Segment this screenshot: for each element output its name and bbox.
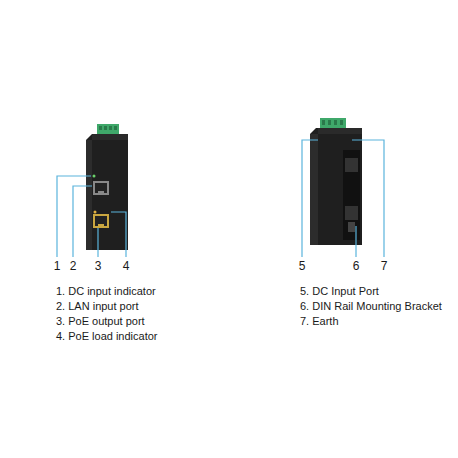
din-rail-bracket [343,150,360,240]
rj45-port [93,181,109,195]
legend-item: 7. Earth [300,315,339,328]
rj45-port [93,214,109,228]
legend-item: 6. DIN Rail Mounting Bracket [300,300,442,313]
rear-view [310,118,362,245]
callout-number: 4 [123,260,130,274]
led [94,211,97,214]
callout-number: 1 [54,260,61,274]
callout-number: 7 [381,260,388,274]
led [93,175,96,178]
front-view [86,124,128,250]
device-housing [310,128,362,245]
callout-number: 5 [299,260,306,274]
callout-number: 2 [70,260,77,274]
device-housing [86,134,128,250]
callout-number: 6 [353,260,360,274]
legend-item: 5. DC Input Port [300,285,379,298]
legend-item: 3. PoE output port [56,315,145,328]
legend-item: 2. LAN input port [56,300,139,313]
callout-number: 3 [95,260,102,274]
leader-lines [57,140,384,257]
legend-item: 4. PoE load indicator [56,330,158,343]
legend-item: 1. DC input indicator [56,285,156,298]
